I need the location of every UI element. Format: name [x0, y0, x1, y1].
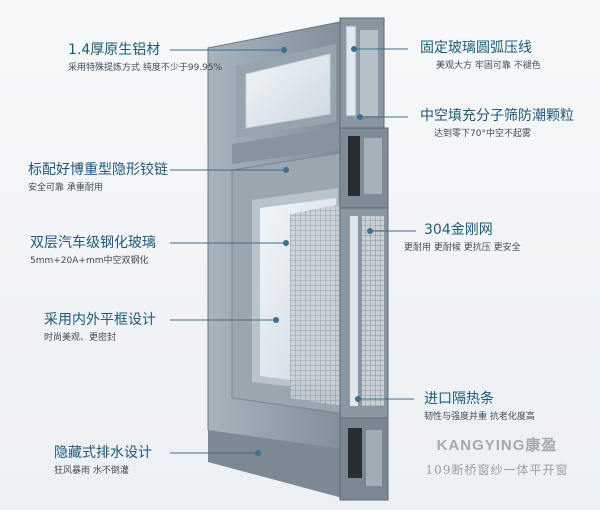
brand-box: KANGYING康盈 109断桥窗纱一体平开窗: [408, 434, 586, 498]
callout-aluminum-sub: 采用特殊提炼方式 纯度不少于99.95%: [68, 63, 223, 73]
callout-glass: 双层汽车级钢化玻璃 5mm+20A+mm中空双钢化: [30, 235, 156, 267]
callout-drainage-sub: 狂风暴雨 水不倒灌: [54, 466, 129, 476]
callout-flat-frame-title: 采用内外平框设计: [44, 312, 156, 328]
leader-lines-left: [170, 49, 286, 454]
callout-desiccant-sub: 达到零下70°中空不起雾: [434, 129, 531, 139]
callout-glass-sub: 5mm+20A+mm中空双钢化: [30, 256, 149, 266]
leader-lines-right: [354, 48, 416, 400]
callout-flat-frame: 采用内外平框设计 时尚美观、更密封: [44, 312, 156, 344]
callout-mesh: 304金刚网 更耐用 更耐候 更抗压 更安全: [404, 222, 521, 254]
callout-desiccant: 中空填充分子筛防潮颗粒 达到零下70°中空不起雾: [420, 108, 574, 140]
callout-flat-frame-sub: 时尚美观、更密封: [44, 333, 117, 343]
callout-aluminum-title: 1.4厚原生铝材: [68, 42, 161, 58]
callout-drainage-title: 隐藏式排水设计: [54, 445, 152, 461]
brand-name: KANGYING康盈: [436, 437, 558, 454]
callout-hinge-title: 标配好博重型隐形铰链: [28, 162, 168, 178]
callout-thermal-strip-sub: 韧性与强度并重 抗老化度高: [424, 412, 535, 422]
callout-thermal-strip: 进口隔热条 韧性与强度并重 抗老化度高: [424, 391, 535, 423]
callout-thermal-strip-title: 进口隔热条: [424, 391, 494, 407]
callout-glass-bead-title: 固定玻璃圆弧压线: [420, 40, 532, 56]
callout-mesh-title: 304金刚网: [424, 222, 493, 238]
frame-cross-section: [339, 17, 389, 501]
callout-hinge-sub: 安全可靠 承重耐用: [28, 183, 103, 193]
window-frame: [207, 19, 382, 501]
callout-glass-bead-sub: 美观大方 牢固可靠 不褪色: [436, 61, 541, 71]
callout-mesh-sub: 更耐用 更耐候 更抗压 更安全: [404, 243, 521, 253]
callout-desiccant-title: 中空填充分子筛防潮颗粒: [420, 108, 574, 124]
callout-hinge: 标配好博重型隐形铰链 安全可靠 承重耐用: [28, 162, 168, 194]
leader-dots-left: [255, 47, 289, 456]
callout-aluminum: 1.4厚原生铝材 采用特殊提炼方式 纯度不少于99.95%: [68, 42, 222, 74]
brand-slogan: 109断桥窗纱一体平开窗: [425, 463, 569, 477]
callout-glass-title: 双层汽车级钢化玻璃: [30, 235, 156, 251]
callout-drainage: 隐藏式排水设计 狂风暴雨 水不倒灌: [54, 445, 152, 477]
callout-glass-bead: 固定玻璃圆弧压线 美观大方 牢固可靠 不褪色: [420, 40, 541, 72]
leader-dots-right: [351, 46, 373, 402]
